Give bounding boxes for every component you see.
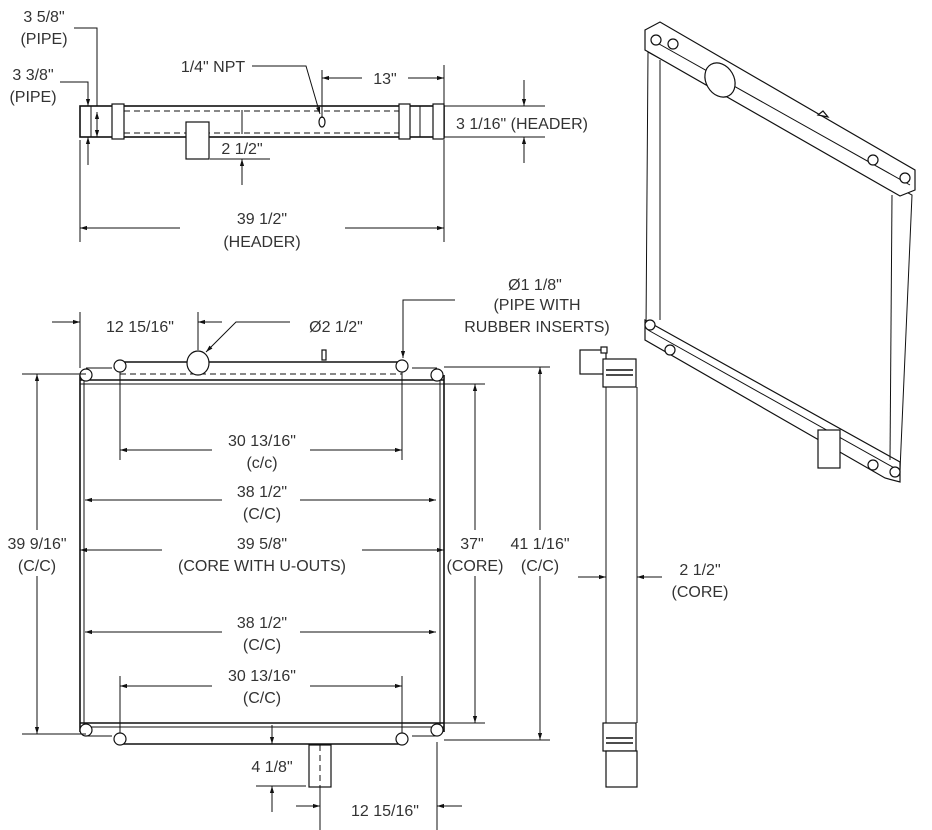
header-top-outline (79, 103, 445, 160)
core-depth-note: (CORE) (672, 584, 729, 601)
isometric-view (644, 21, 916, 483)
core-width-label: 39 5/8" (237, 536, 287, 553)
pipe-diameter-leader (400, 299, 455, 358)
top-cc-note: (c/c) (246, 455, 277, 472)
bottom-cc-label: 30 13/16" (228, 668, 296, 685)
pipe-diameter-label: Ø1 1/8" (508, 277, 562, 294)
outlet-pipe (185, 121, 210, 160)
core-depth-label: 2 1/2" (679, 562, 720, 579)
core-height-note: (CORE) (447, 558, 504, 575)
header-length-note: (HEADER) (223, 234, 300, 251)
npt-fitting (318, 116, 326, 128)
bottom-cc-note: (C/C) (243, 690, 281, 707)
inlet-diameter-label: Ø2 1/2" (309, 319, 363, 336)
outlet-drop-label: 4 1/8" (251, 759, 292, 776)
inlet-diameter-leader (205, 321, 290, 353)
radiator-front-outline (79, 349, 445, 788)
pipe-outer-label: 3 5/8" (23, 9, 64, 26)
upper-cc-note: (C/C) (243, 506, 281, 523)
top-cc-label: 30 13/16" (228, 433, 296, 450)
pipe-inner-leader (60, 81, 91, 106)
header-length-label: 39 1/2" (237, 211, 287, 228)
pipe-inner-note: (PIPE) (9, 89, 56, 106)
core-height-label: 37" (460, 536, 483, 553)
upper-cc-label: 38 1/2" (237, 484, 287, 501)
core-width-note: (CORE WITH U-OUTS) (178, 558, 346, 575)
front-view: 12 15/16" Ø2 1/2" Ø1 1/8" (PIPE WITH RUB… (0, 277, 610, 830)
npt-label: 1/4" NPT (181, 59, 246, 76)
left-height-note: (C/C) (18, 558, 56, 575)
pipe-note-line1: (PIPE WITH (493, 297, 580, 314)
outlet-drop-label: 2 1/2" (221, 141, 262, 158)
iso-inlet-pipe (704, 62, 736, 98)
overall-height-note: (C/C) (521, 558, 559, 575)
top-view: 3 5/8" (PIPE) 3 3/8" (PIPE) 1/4" NPT 13"… (9, 9, 588, 251)
fitting-offset-label: 13" (373, 71, 396, 88)
header-height-label: 3 1/16" (HEADER) (456, 116, 588, 133)
overall-height-label: 41 1/16" (510, 536, 569, 553)
iso-outlet-pipe (817, 429, 841, 469)
pipe-note-line2: RUBBER INSERTS) (464, 319, 610, 336)
lower-cc-label: 38 1/2" (237, 615, 287, 632)
lower-cc-note: (C/C) (243, 637, 281, 654)
inlet-offset-label: 12 15/16" (106, 319, 174, 336)
npt-leader (252, 65, 321, 115)
inlet-pipe (186, 350, 210, 376)
fill-fitting (321, 349, 327, 361)
outlet-offset-label: 12 15/16" (351, 803, 419, 820)
pipe-outer-leader (74, 27, 98, 106)
left-height-label: 39 9/16" (7, 536, 66, 553)
side-view: 2 1/2" (CORE) (578, 346, 729, 788)
pipe-outer-note: (PIPE) (20, 31, 67, 48)
pipe-inner-label: 3 3/8" (12, 67, 53, 84)
